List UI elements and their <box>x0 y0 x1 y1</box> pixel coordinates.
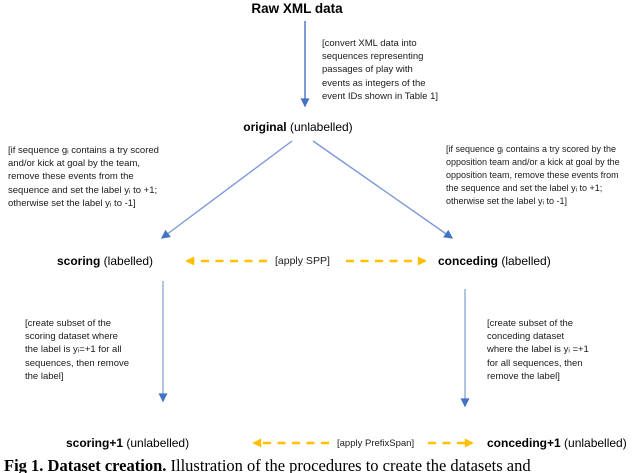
label-apply-prefixspan: [apply PrefixSpan] <box>337 438 415 449</box>
node-conceding-plus1: conceding+1 (unlabelled) <box>487 436 627 450</box>
figure-caption: Fig 1. Dataset creation. Illustration of… <box>4 456 640 473</box>
note-convert-xml: [convert XML data into sequences represe… <box>322 38 439 102</box>
node-scoring-plus1: scoring+1 (unlabelled) <box>66 436 189 450</box>
figure-caption-text: Illustration of the procedures to create… <box>166 456 531 473</box>
arrow-original-to-conceding-icon <box>312 140 454 239</box>
node-scoring-plus1-suffix: (unlabelled) <box>123 436 190 450</box>
arrow-original-to-scoring-icon <box>160 140 293 239</box>
node-conceding: conceding (labelled) <box>438 254 551 268</box>
label-apply-spp: [apply SPP] <box>275 255 330 267</box>
node-conceding-suffix: (labelled) <box>498 254 551 268</box>
note-right-subset: [create subset of the conceding dataset … <box>487 318 589 382</box>
node-scoring-name: scoring <box>57 254 101 268</box>
node-raw-xml-data: Raw XML data <box>251 1 343 16</box>
node-original-name: original <box>243 120 287 134</box>
note-left-branch: [if sequence gᵢ contains a try scored an… <box>8 145 159 209</box>
node-scoring-plus1-name: scoring+1 <box>66 436 124 450</box>
note-right-branch: [if sequence gᵢ contains a try scored by… <box>446 144 620 206</box>
node-conceding-name: conceding <box>438 254 499 268</box>
node-original: original (unlabelled) <box>223 120 373 134</box>
note-left-subset: [create subset of the scoring dataset wh… <box>25 318 130 382</box>
figure-caption-lead: Fig 1. Dataset creation. <box>4 456 167 473</box>
node-scoring: scoring (labelled) <box>57 254 153 268</box>
node-conceding-plus1-name: conceding+1 <box>487 436 561 450</box>
node-conceding-plus1-suffix: (unlabelled) <box>560 436 627 450</box>
node-scoring-suffix: (labelled) <box>100 254 154 268</box>
node-original-suffix: (unlabelled) <box>286 120 353 134</box>
